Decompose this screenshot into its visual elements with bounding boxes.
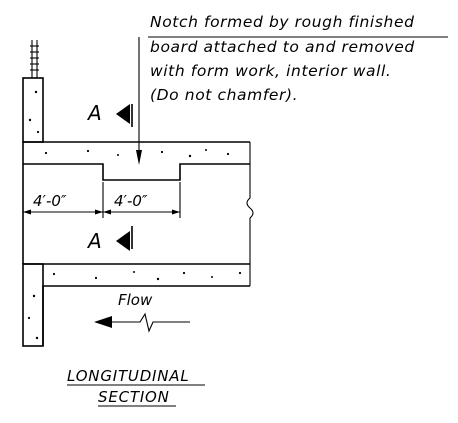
flow-line [112,312,190,333]
note-line-3: with form work, interior wall. [150,62,391,80]
break-line [246,142,254,286]
dimension-arrow-mid-left-icon [95,209,103,215]
dimension-arrow-left-icon [23,209,31,215]
flow-arrow-icon [94,316,112,328]
rebar-stub [30,40,39,78]
section-letter-bottom: A [86,229,102,253]
wall-lower [22,263,44,347]
wall-upper [22,77,44,143]
top-slab-lower-edge-with-notch [23,163,250,181]
section-cut-marker-bottom: A [86,226,133,253]
top-slab [23,141,250,181]
section-letter-top: A [86,101,102,125]
note-line-4: (Do not chamfer). [150,86,298,104]
vertical-wall [22,40,44,347]
dimension-arrow-mid-right-icon [103,209,111,215]
dimension-lines: 4′-0″ 4′-0″ [23,182,181,218]
bottom-slab [23,263,250,346]
section-title: LONGITUDINAL SECTION [67,367,205,407]
title-line-2: SECTION [98,388,170,406]
flow-label: Flow [118,291,153,309]
bottom-slab-lower-edge [42,285,250,346]
dimension-right-label: 4′-0″ [114,192,148,210]
dimension-left-label: 4′-0″ [33,192,67,210]
note-leader-arrowhead [136,150,142,165]
dimension-arrow-right-icon [172,209,180,215]
notch-note: Notch formed by rough finished board att… [136,13,448,165]
section-arrow-top-icon [116,104,130,124]
note-line-2: board attached to and removed [150,38,415,56]
title-line-1: LONGITUDINAL [67,367,190,385]
flow-indicator: Flow [94,291,190,333]
note-line-1: Notch formed by rough finished [150,13,415,31]
section-arrow-bottom-icon [116,231,130,251]
section-cut-marker-top: A [86,101,133,127]
